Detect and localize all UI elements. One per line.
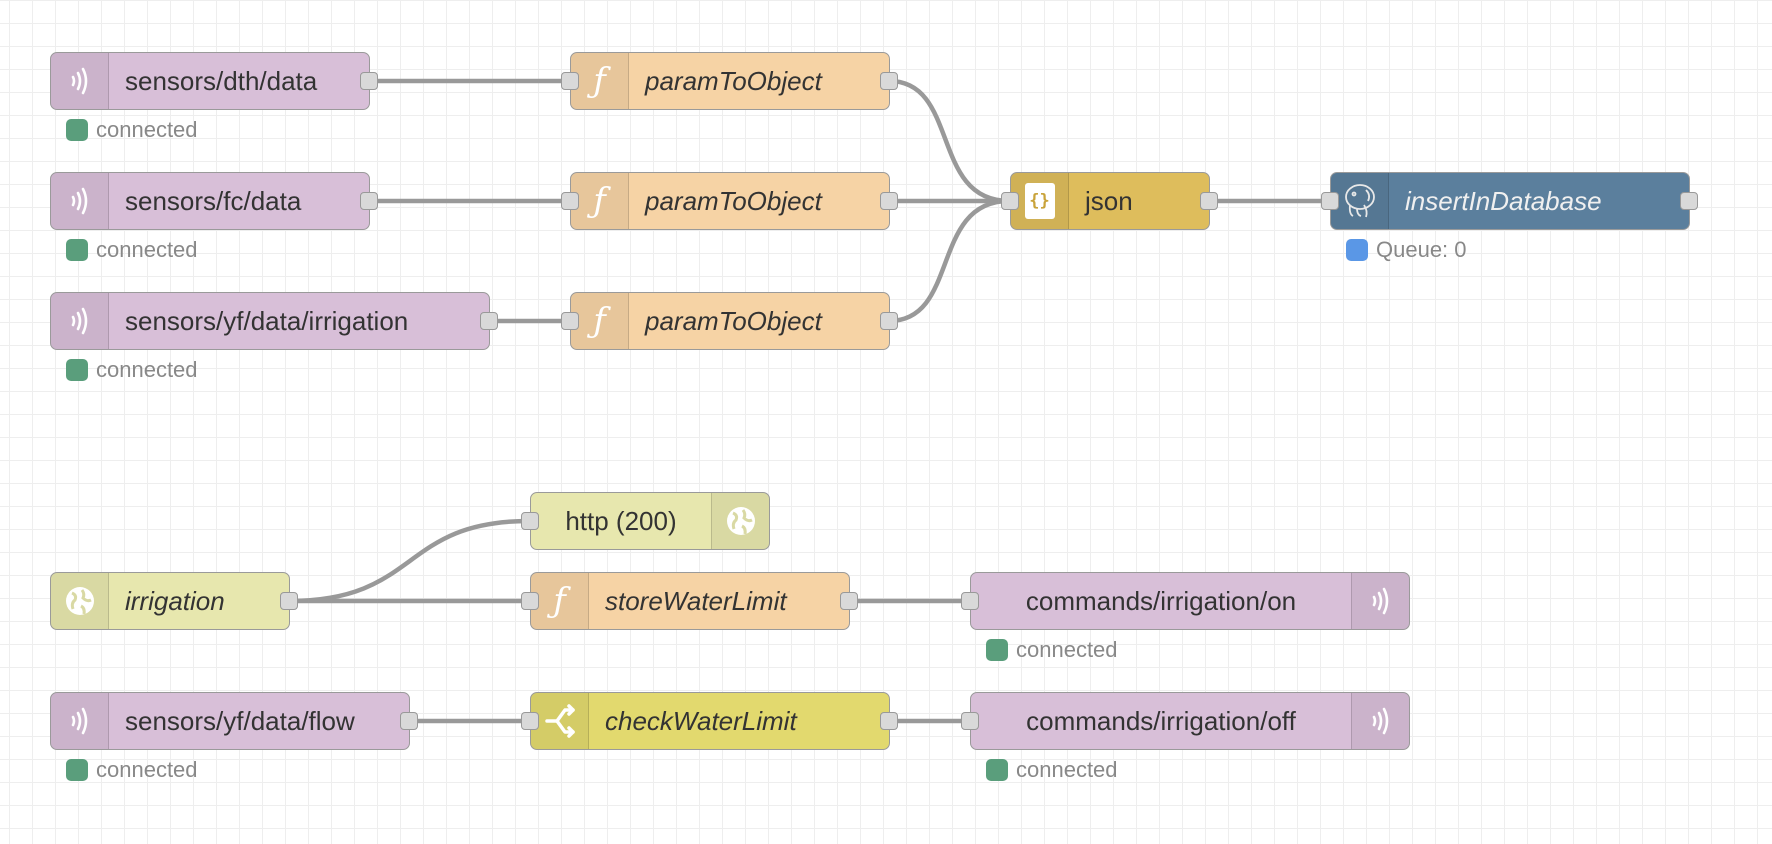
output-port[interactable] <box>880 192 898 210</box>
node-label: sensors/yf/data/irrigation <box>125 305 409 336</box>
node-label: http (200) <box>565 505 677 536</box>
switch-icon <box>531 693 589 749</box>
node-status: connected <box>986 757 1118 783</box>
output-port[interactable] <box>840 592 858 610</box>
input-port[interactable] <box>1321 192 1339 210</box>
globe-icon <box>51 573 109 629</box>
input-port[interactable] <box>521 592 539 610</box>
input-port[interactable] <box>561 192 579 210</box>
node-label: paramToObject <box>645 185 822 216</box>
output-port[interactable] <box>360 72 378 90</box>
node-label: paramToObject <box>645 65 822 96</box>
status-text: connected <box>1016 637 1118 662</box>
node-status: connected <box>986 637 1118 663</box>
status-dot-icon <box>66 239 88 261</box>
output-port[interactable] <box>480 312 498 330</box>
status-text: connected <box>96 237 198 262</box>
status-dot-icon <box>66 359 88 381</box>
status-text: connected <box>1016 757 1118 782</box>
output-port[interactable] <box>880 72 898 90</box>
function-node[interactable]: ƒ paramToObject <box>570 172 890 230</box>
input-port[interactable] <box>561 312 579 330</box>
mqtt-in-node[interactable]: sensors/yf/data/irrigation <box>50 292 490 350</box>
http-response-node[interactable]: http (200) <box>530 492 770 550</box>
output-port[interactable] <box>1680 192 1698 210</box>
bridge-icon <box>51 693 109 749</box>
status-dot-icon <box>986 639 1008 661</box>
node-label: json <box>1085 185 1133 216</box>
input-port[interactable] <box>961 712 979 730</box>
node-status: connected <box>66 237 198 263</box>
function-node[interactable]: ƒ storeWaterLimit <box>530 572 850 630</box>
json-icon: {} <box>1011 173 1069 229</box>
wire <box>288 518 530 604</box>
status-text: Queue: 0 <box>1376 237 1467 262</box>
node-label: checkWaterLimit <box>605 705 797 736</box>
bridge-icon <box>1351 693 1409 749</box>
input-port[interactable] <box>561 72 579 90</box>
mqtt-in-node[interactable]: sensors/fc/data <box>50 172 370 230</box>
node-status: connected <box>66 357 198 383</box>
node-status: connected <box>66 117 198 143</box>
node-label: sensors/dth/data <box>125 65 318 96</box>
input-port[interactable] <box>521 512 539 530</box>
mqtt-in-node[interactable]: sensors/dth/data <box>50 52 370 110</box>
status-text: connected <box>96 357 198 382</box>
function-icon: ƒ <box>571 293 629 349</box>
function-icon: ƒ <box>571 53 629 109</box>
postgres-elephant-icon <box>1331 173 1389 229</box>
node-label: insertInDatabase <box>1405 185 1602 216</box>
node-status: Queue: 0 <box>1346 237 1467 263</box>
node-status: connected <box>66 757 198 783</box>
node-label: commands/irrigation/on <box>1025 585 1297 616</box>
function-node[interactable]: ƒ paramToObject <box>570 292 890 350</box>
bridge-icon <box>51 173 109 229</box>
bridge-icon <box>51 53 109 109</box>
node-label: irrigation <box>125 585 225 616</box>
wire <box>888 198 1010 324</box>
output-port[interactable] <box>880 712 898 730</box>
status-text: connected <box>96 117 198 142</box>
mqtt-out-node[interactable]: commands/irrigation/off <box>970 692 1410 750</box>
function-node[interactable]: ƒ paramToObject <box>570 52 890 110</box>
output-port[interactable] <box>280 592 298 610</box>
output-port[interactable] <box>1200 192 1218 210</box>
output-port[interactable] <box>400 712 418 730</box>
mqtt-in-node[interactable]: sensors/yf/data/flow <box>50 692 410 750</box>
output-port[interactable] <box>880 312 898 330</box>
input-port[interactable] <box>1001 192 1019 210</box>
status-dot-icon <box>1346 239 1368 261</box>
json-node[interactable]: {} json <box>1010 172 1210 230</box>
node-label: paramToObject <box>645 305 822 336</box>
function-icon: ƒ <box>531 573 589 629</box>
switch-node[interactable]: checkWaterLimit <box>530 692 890 750</box>
bridge-icon <box>51 293 109 349</box>
status-dot-icon <box>66 759 88 781</box>
postgres-node[interactable]: insertInDatabase <box>1330 172 1690 230</box>
node-label: commands/irrigation/off <box>1026 705 1296 736</box>
bridge-icon <box>1351 573 1409 629</box>
node-label: storeWaterLimit <box>605 585 787 616</box>
mqtt-out-node[interactable]: commands/irrigation/on <box>970 572 1410 630</box>
http-in-node[interactable]: irrigation <box>50 572 290 630</box>
status-dot-icon <box>986 759 1008 781</box>
globe-icon <box>711 493 769 549</box>
wire <box>888 78 1010 204</box>
status-text: connected <box>96 757 198 782</box>
input-port[interactable] <box>961 592 979 610</box>
node-label: sensors/fc/data <box>125 185 302 216</box>
output-port[interactable] <box>360 192 378 210</box>
function-icon: ƒ <box>571 173 629 229</box>
status-dot-icon <box>66 119 88 141</box>
input-port[interactable] <box>521 712 539 730</box>
node-label: sensors/yf/data/flow <box>125 705 355 736</box>
